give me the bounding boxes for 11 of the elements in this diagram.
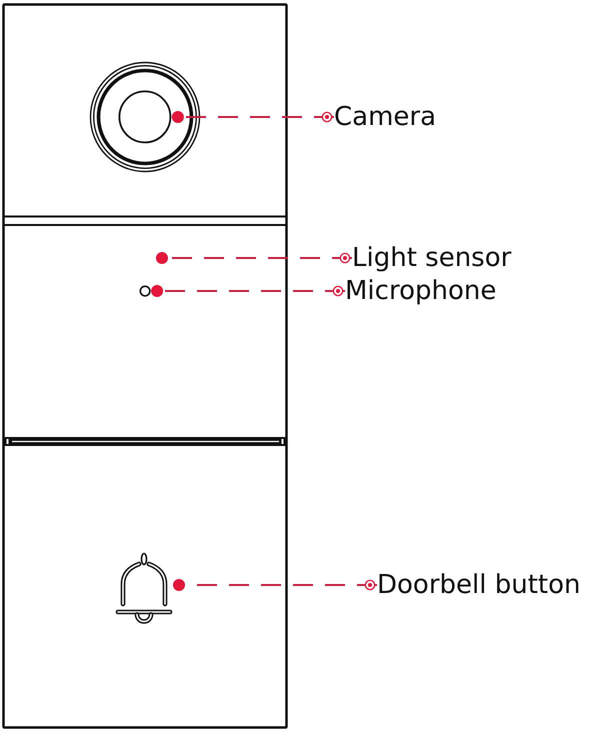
bell-icon bbox=[115, 551, 173, 625]
leader-line bbox=[172, 111, 334, 123]
microphone-hole bbox=[138, 284, 152, 298]
part-label: Doorbell button bbox=[377, 570, 580, 600]
camera-lens bbox=[118, 90, 172, 144]
leader-line bbox=[156, 252, 352, 264]
part-label: Microphone bbox=[345, 276, 496, 306]
part-label: Camera bbox=[334, 102, 436, 132]
leader-line bbox=[173, 579, 377, 591]
leader-line bbox=[151, 285, 345, 297]
part-label: Light sensor bbox=[352, 243, 512, 273]
